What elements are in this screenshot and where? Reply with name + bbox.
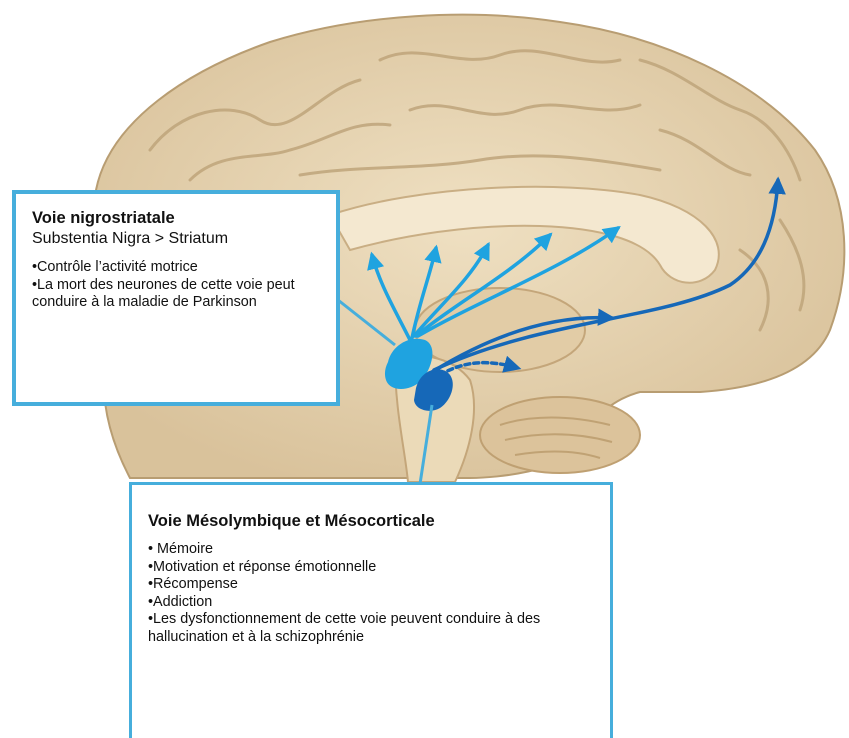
mesolimbic-points: • Mémoire •Motivation et réponse émotion…	[148, 541, 594, 646]
mesolimbic-point: • Mémoire	[148, 541, 594, 559]
nigrostriatal-subtitle: Substentia Nigra > Striatum	[32, 229, 320, 249]
nigrostriatal-title: Voie nigrostriatale	[32, 208, 320, 228]
mesolimbic-title: Voie Mésolymbique et Mésocorticale	[148, 511, 594, 531]
nigrostriatal-point: •Contrôle l’activité motrice	[32, 259, 320, 277]
mesolimbic-point: •Addiction	[148, 594, 594, 612]
mesolimbic-point: •Récompense	[148, 576, 594, 594]
mesolimbic-callout: Voie Mésolymbique et Mésocorticale • Mém…	[129, 482, 613, 738]
nigrostriatal-callout: Voie nigrostriatale Substentia Nigra > S…	[12, 190, 340, 406]
nigrostriatal-points: •Contrôle l’activité motrice •La mort de…	[32, 259, 320, 312]
mesolimbic-point: •Motivation et réponse émotionnelle	[148, 559, 594, 577]
nigrostriatal-point: •La mort des neurones de cette voie peut…	[32, 277, 320, 312]
mesolimbic-point: •Les dysfonctionnement de cette voie peu…	[148, 611, 594, 646]
